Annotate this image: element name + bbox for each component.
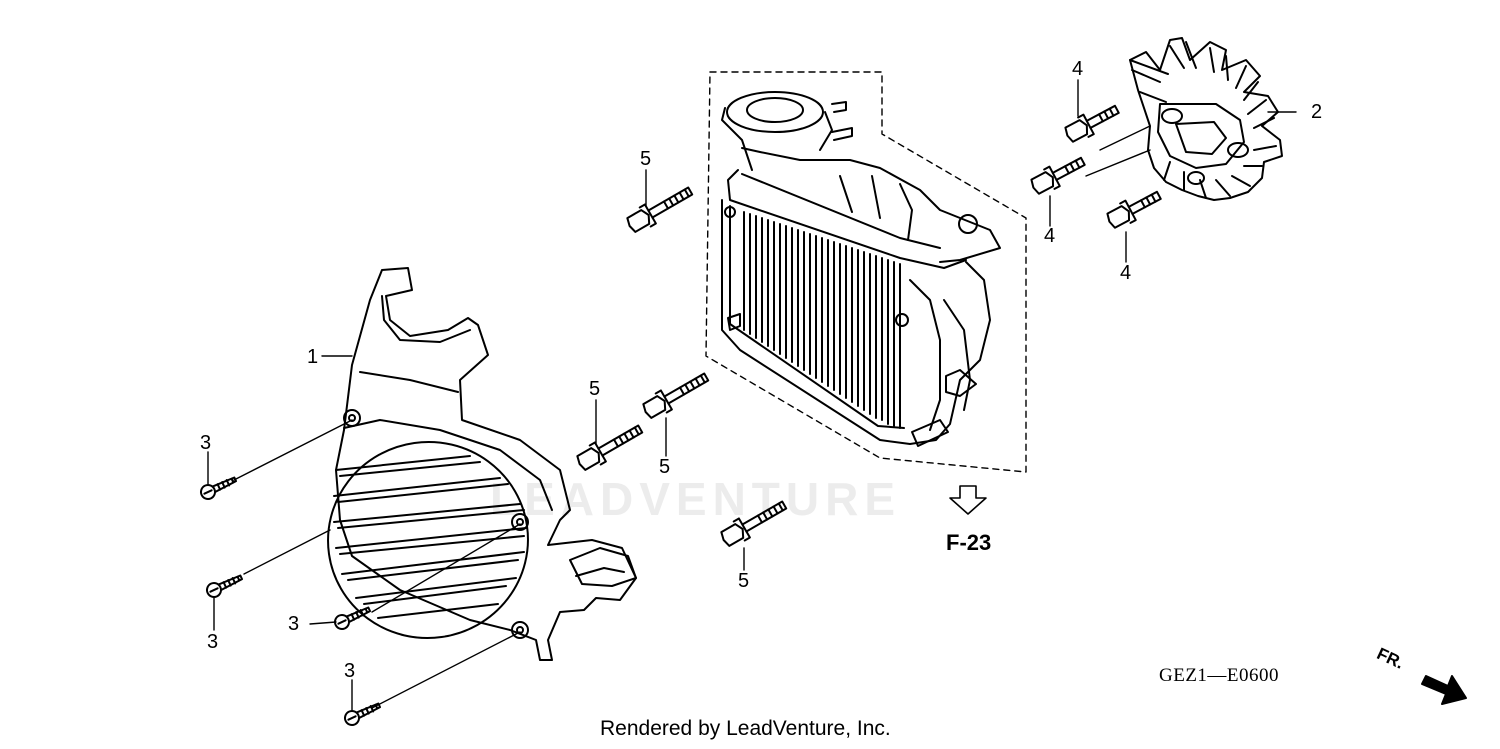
bolts-part-4 (1030, 104, 1162, 229)
render-credit: Rendered by LeadVenture, Inc. (600, 717, 891, 740)
label-part-4-b: 4 (1044, 225, 1056, 247)
label-part-3-b: 3 (207, 631, 219, 653)
leader-lines (233, 111, 1297, 709)
label-ticks (207, 79, 1127, 711)
label-part-3-c: 3 (288, 613, 300, 635)
label-part-5-b: 5 (589, 378, 601, 400)
cooling-fan-part (1129, 37, 1283, 201)
fan-cover-part (327, 267, 637, 661)
radiator-part (705, 71, 1027, 473)
front-arrow (1421, 675, 1467, 705)
label-part-2: 2 (1311, 101, 1323, 123)
reference-arrow (949, 485, 987, 515)
label-part-5-c: 5 (659, 456, 671, 478)
bolts-part-5 (576, 186, 788, 547)
label-part-4-c: 4 (1120, 262, 1132, 284)
label-part-1: 1 (307, 346, 319, 368)
watermark: LEADVENTURE (490, 473, 902, 525)
screws-part-3 (200, 476, 382, 726)
label-part-4-a: 4 (1072, 58, 1084, 80)
label-part-5-d: 5 (738, 570, 750, 592)
label-part-3-a: 3 (200, 432, 212, 454)
diagram-code: GEZ1—E0600 (1159, 665, 1280, 686)
reference-label: F-23 (946, 530, 992, 555)
label-part-5-a: 5 (640, 148, 652, 170)
label-part-3-d: 3 (344, 660, 356, 682)
